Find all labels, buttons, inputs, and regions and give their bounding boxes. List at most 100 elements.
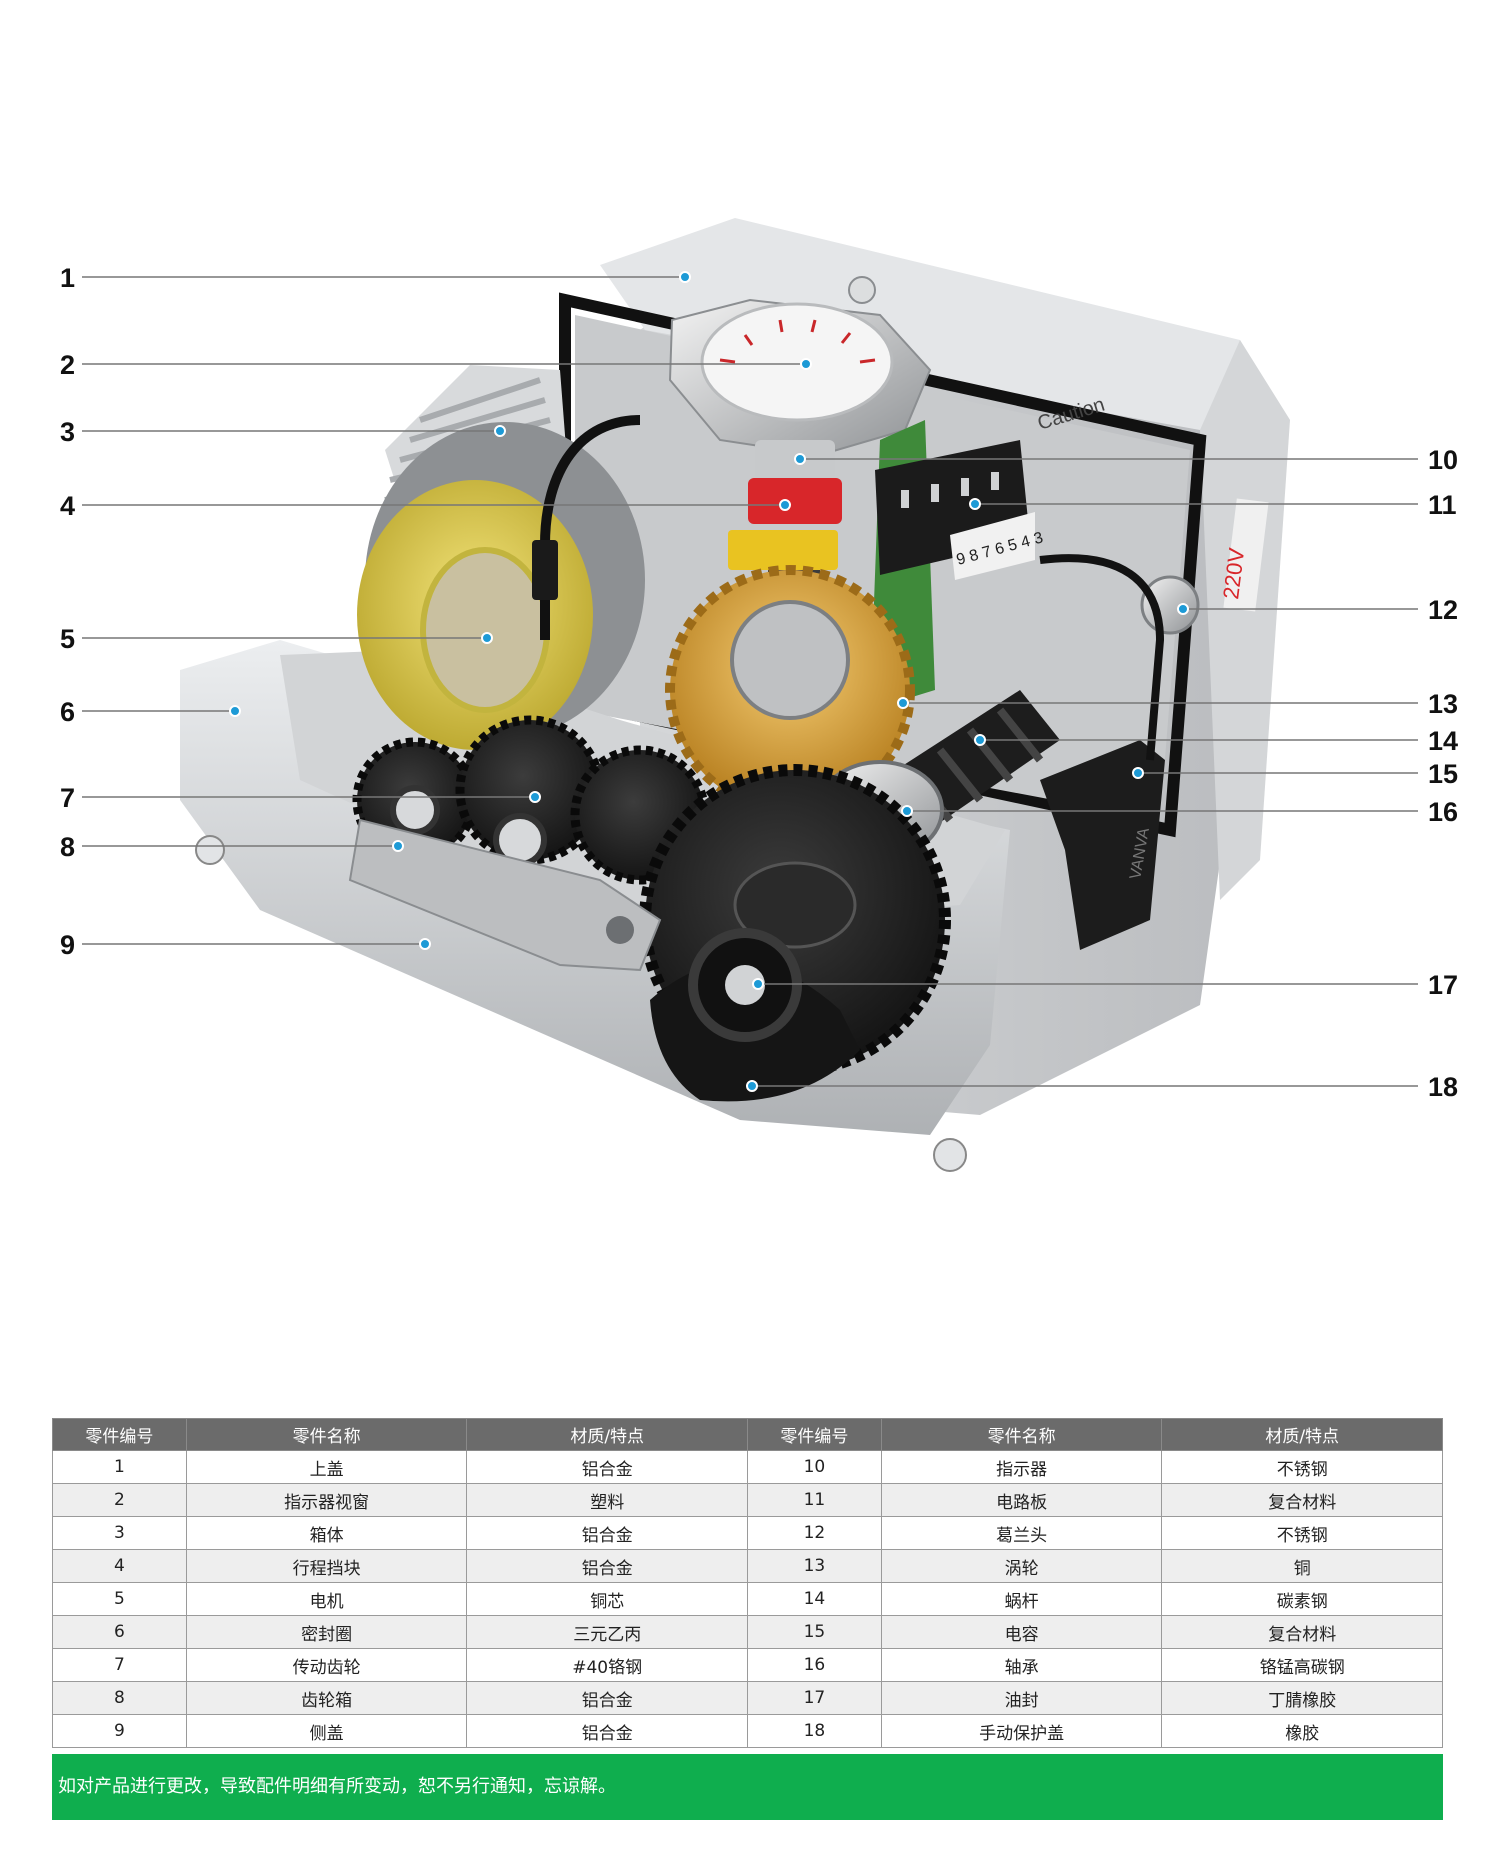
table-cell: 铝合金 [466,1549,748,1583]
callout-14: 14 [1428,726,1458,756]
table-cell: 三元乙丙 [466,1615,748,1649]
table-cell: 手动保护盖 [880,1714,1163,1748]
table-cell: #40铬钢 [466,1648,748,1682]
callout-6: 6 [60,697,75,727]
stroke-stop-red [748,478,842,524]
actuator-cutaway-diagram: VANVA 9 8 7 6 5 4 3 Caution 220V [60,218,1458,1172]
table-header-row: 零件编号 零件名称 材质/特点 零件编号 零件名称 材质/特点 [52,1418,1443,1451]
dot-5 [481,632,493,644]
dial-ticks [719,319,876,364]
table-cell: 6 [52,1615,187,1649]
header-material-2: 材质/特点 [1161,1418,1443,1451]
top-cover-right-face [1200,340,1290,900]
dot-2 [800,358,812,370]
bearing-small-1 [390,785,440,835]
table-cell: 复合材料 [1161,1483,1443,1517]
table-cell: 指示器 [880,1450,1163,1484]
table-cell: 丁腈橡胶 [1161,1681,1443,1715]
dot-8 [392,840,404,852]
dot-13 [897,697,909,709]
header-part-name-2: 零件名称 [880,1418,1163,1451]
motor-coil-inner [420,547,550,713]
table-cell: 13 [746,1549,882,1583]
dot-4 [779,499,791,511]
table-cell: 12 [746,1516,882,1550]
motor [357,415,645,750]
table-cell: 蜗杆 [880,1582,1163,1616]
capacitor [1040,740,1165,950]
table-cell: 不锈钢 [1161,1450,1443,1484]
dot-1 [679,271,691,283]
table-cell: 葛兰头 [880,1516,1163,1550]
callout-2: 2 [60,350,75,380]
dot-10 [794,453,806,465]
callout-16: 16 [1428,797,1458,827]
callout-4: 4 [60,491,75,521]
top-cover [600,218,1290,462]
dot-12 [1177,603,1189,615]
table-cell: 7 [52,1648,187,1682]
table-cell: 铝合金 [466,1714,748,1748]
callout-12: 12 [1428,595,1458,625]
indicator-window [700,302,894,422]
table-cell: 油封 [880,1681,1163,1715]
table-cell: 14 [746,1582,882,1616]
dot-3 [494,425,506,437]
callout-numbers: 1 2 3 4 5 6 7 8 9 10 11 12 13 14 15 16 1… [60,263,1458,1102]
table-cell: 行程挡块 [185,1549,468,1583]
callout-3: 3 [60,417,75,447]
table-cell: 铝合金 [466,1681,748,1715]
header-part-number: 零件编号 [52,1418,187,1451]
top-bolt [848,276,876,304]
table-cell: 箱体 [185,1516,468,1550]
table-cell: 铝合金 [466,1516,748,1550]
callout-10: 10 [1428,445,1458,475]
dot-7 [529,791,541,803]
table-cell: 密封圈 [185,1615,468,1649]
bolt-bottom [933,1138,967,1172]
table-cell: 电路板 [880,1483,1163,1517]
table-cell: 涡轮 [880,1549,1163,1583]
table-cell: 塑料 [466,1483,748,1517]
voltage-plate [1223,498,1269,612]
callout-7: 7 [60,783,75,813]
callout-17: 17 [1428,970,1458,1000]
table-cell: 16 [746,1648,882,1682]
motor-cable [540,415,641,640]
plate-hole [606,916,634,944]
table-cell: 上盖 [185,1450,468,1484]
callout-13: 13 [1428,689,1458,719]
dot-14 [974,734,986,746]
table-cell: 8 [52,1681,187,1715]
callout-15: 15 [1428,759,1458,789]
dot-16 [901,805,913,817]
misc-parts: VANVA [650,276,1200,1102]
dot-11 [969,498,981,510]
table-cell: 侧盖 [185,1714,468,1748]
table-cell: 铝合金 [466,1450,748,1484]
table-cell: 铜 [1161,1549,1443,1583]
terminal-label [950,512,1035,580]
header-material: 材质/特点 [466,1418,748,1451]
table-cell: 齿轮箱 [185,1681,468,1715]
linkage-plate [348,818,662,972]
table-cell: 铜芯 [466,1582,748,1616]
table-cell: 4 [52,1549,187,1583]
table-cell: 指示器视窗 [185,1483,468,1517]
table-cell: 2 [52,1483,187,1517]
header-part-name: 零件名称 [185,1418,468,1451]
dot-17 [752,978,764,990]
stroke-stop-yellow [728,530,838,570]
change-notice-bar: 如对产品进行更改，导致配件明细有所变动，恕不另行通知，忘谅解。 [52,1754,1443,1820]
table-cell: 电容 [880,1615,1163,1649]
table-cell: 5 [52,1582,187,1616]
